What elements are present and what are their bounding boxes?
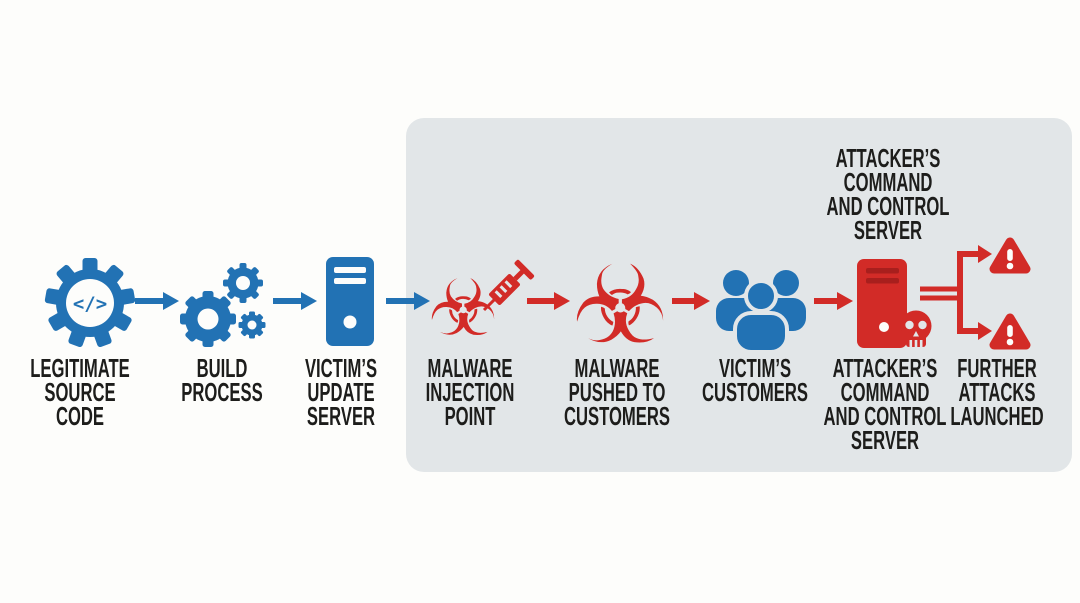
warning-triangle-icon-top xyxy=(989,237,1031,274)
biohazard-syringe-icon: ☣ xyxy=(428,259,535,354)
svg-text:☣: ☣ xyxy=(572,244,669,369)
warning-triangle-icon-bottom xyxy=(989,313,1031,350)
code-symbol: </> xyxy=(73,293,107,315)
label-further-attacks-launched: FURTHER ATTACKS LAUNCHED xyxy=(950,353,1044,431)
syringe-icon xyxy=(482,259,535,312)
branch-connector xyxy=(920,245,992,340)
flow-arrow-6 xyxy=(814,292,853,310)
flow-arrow-4 xyxy=(527,292,570,310)
label-attackers-c2-top: ATTACKER’S COMMAND AND CONTROL SERVER xyxy=(826,143,950,245)
label-malware-injection-point: MALWARE INJECTION POINT xyxy=(425,353,515,431)
skull-icon xyxy=(900,310,932,347)
flow-arrow-2 xyxy=(273,292,317,310)
biohazard-icon: ☣ xyxy=(572,244,669,369)
c2-server-skull-icon xyxy=(857,259,932,348)
flow-arrow-1 xyxy=(135,292,179,310)
label-malware-pushed-to-customers: MALWARE PUSHED TO CUSTOMERS xyxy=(563,353,671,431)
label-victims-update-server: VICTIM’S UPDATE SERVER xyxy=(304,353,378,431)
biohazard-glyph: ☣ xyxy=(428,264,498,354)
customers-icon xyxy=(716,270,806,354)
code-gear-icon: </> xyxy=(44,258,136,348)
label-legitimate-source-code: LEGITIMATE SOURCE CODE xyxy=(30,353,130,431)
label-build-process: BUILD PROCESS xyxy=(181,353,263,407)
build-gears-icon xyxy=(180,263,266,347)
flow-arrow-5 xyxy=(672,292,710,310)
flow-arrow-3 xyxy=(386,292,430,310)
label-attackers-c2-bottom: ATTACKER’S COMMAND AND CONTROL SERVER xyxy=(823,353,947,455)
label-victims-customers: VICTIM’S CUSTOMERS xyxy=(701,353,809,407)
update-server-icon xyxy=(326,257,374,346)
